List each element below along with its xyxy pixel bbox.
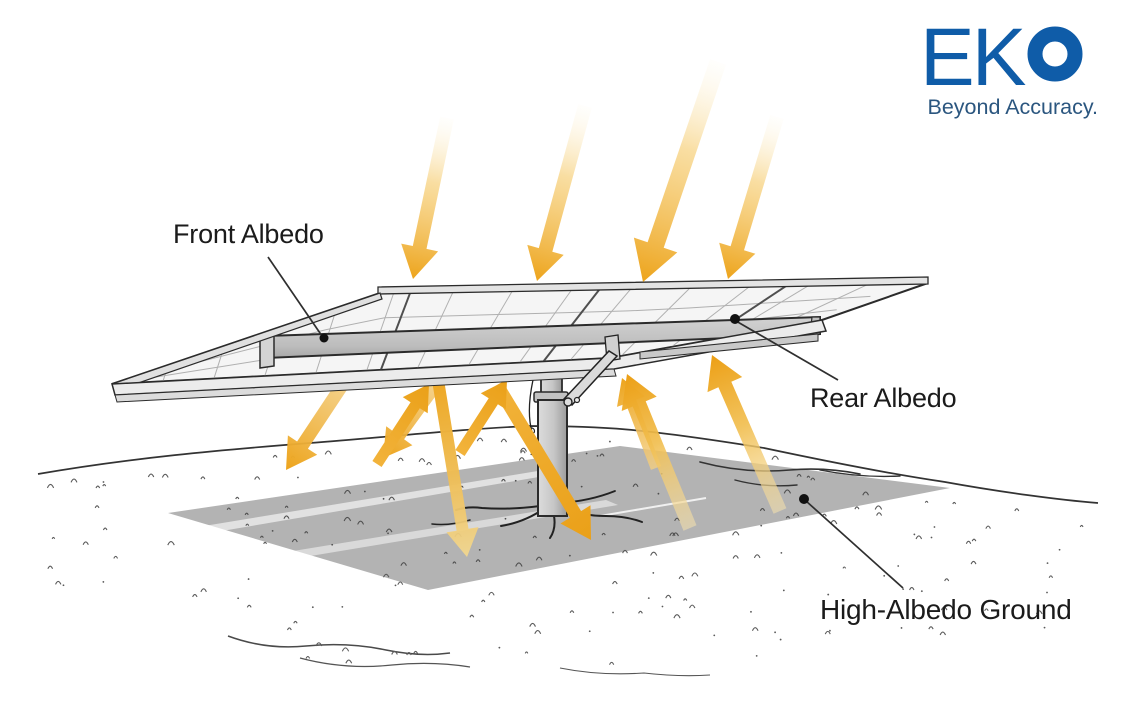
sun-ray-arrow bbox=[633, 59, 726, 282]
high-albedo-patch-area bbox=[168, 446, 950, 590]
sunlit-stripe bbox=[599, 497, 707, 517]
reflected-albedo-arrow bbox=[707, 355, 787, 514]
ground-front-wave-1 bbox=[227, 635, 451, 656]
sunlit-stripe bbox=[238, 500, 618, 566]
eko-logo: EK Beyond Accuracy. bbox=[920, 12, 1098, 119]
sunlit-stripe bbox=[204, 468, 568, 532]
sun-ray-arrow bbox=[719, 115, 784, 279]
high-albedo-anchor-dot bbox=[799, 494, 809, 504]
reflected-albedo-arrow bbox=[455, 380, 507, 456]
rear-albedo-label: Rear Albedo bbox=[810, 383, 957, 413]
eko-o-mark bbox=[1027, 26, 1083, 82]
solar-panel bbox=[111, 276, 929, 403]
high-albedo-ground-label: High-Albedo Ground bbox=[820, 594, 1072, 625]
leader-lines bbox=[267, 256, 904, 589]
sun-ray-arrow bbox=[401, 116, 454, 279]
speckles bbox=[46, 437, 1084, 665]
ground-front-wave-3 bbox=[559, 667, 711, 677]
ground bbox=[37, 425, 1099, 677]
eko-wordmark-ek: EK bbox=[920, 12, 1026, 103]
high-albedo-leader-line bbox=[805, 500, 904, 589]
rear-albedo-anchor-dot bbox=[730, 314, 740, 324]
strut-pivot bbox=[573, 396, 581, 404]
reflected-albedo-arrow bbox=[372, 384, 429, 467]
sun-ray-arrow bbox=[527, 104, 592, 281]
front-albedo-anchor-dot bbox=[319, 333, 329, 343]
incident-sun-rays bbox=[401, 59, 784, 282]
panel-underside-band bbox=[114, 368, 617, 403]
ground-front-wave-2 bbox=[299, 657, 471, 668]
high-albedo-patch bbox=[168, 446, 950, 590]
ground-incident-arrow bbox=[430, 367, 479, 557]
panel-back-rail bbox=[377, 276, 929, 295]
strut-pivot bbox=[563, 397, 573, 407]
support-strut bbox=[562, 334, 621, 407]
front-albedo-leader-line bbox=[267, 256, 323, 337]
anchor-dots bbox=[319, 314, 809, 504]
ground-berm-line bbox=[37, 425, 1099, 504]
front-albedo-label: Front Albedo bbox=[173, 219, 324, 249]
panel-front-rail bbox=[639, 333, 819, 360]
ground-incident-arrow bbox=[491, 381, 591, 540]
reflected-albedo-arrow bbox=[621, 374, 697, 531]
rear-albedo-leader-line bbox=[735, 320, 839, 381]
eko-tagline: Beyond Accuracy. bbox=[928, 95, 1099, 119]
